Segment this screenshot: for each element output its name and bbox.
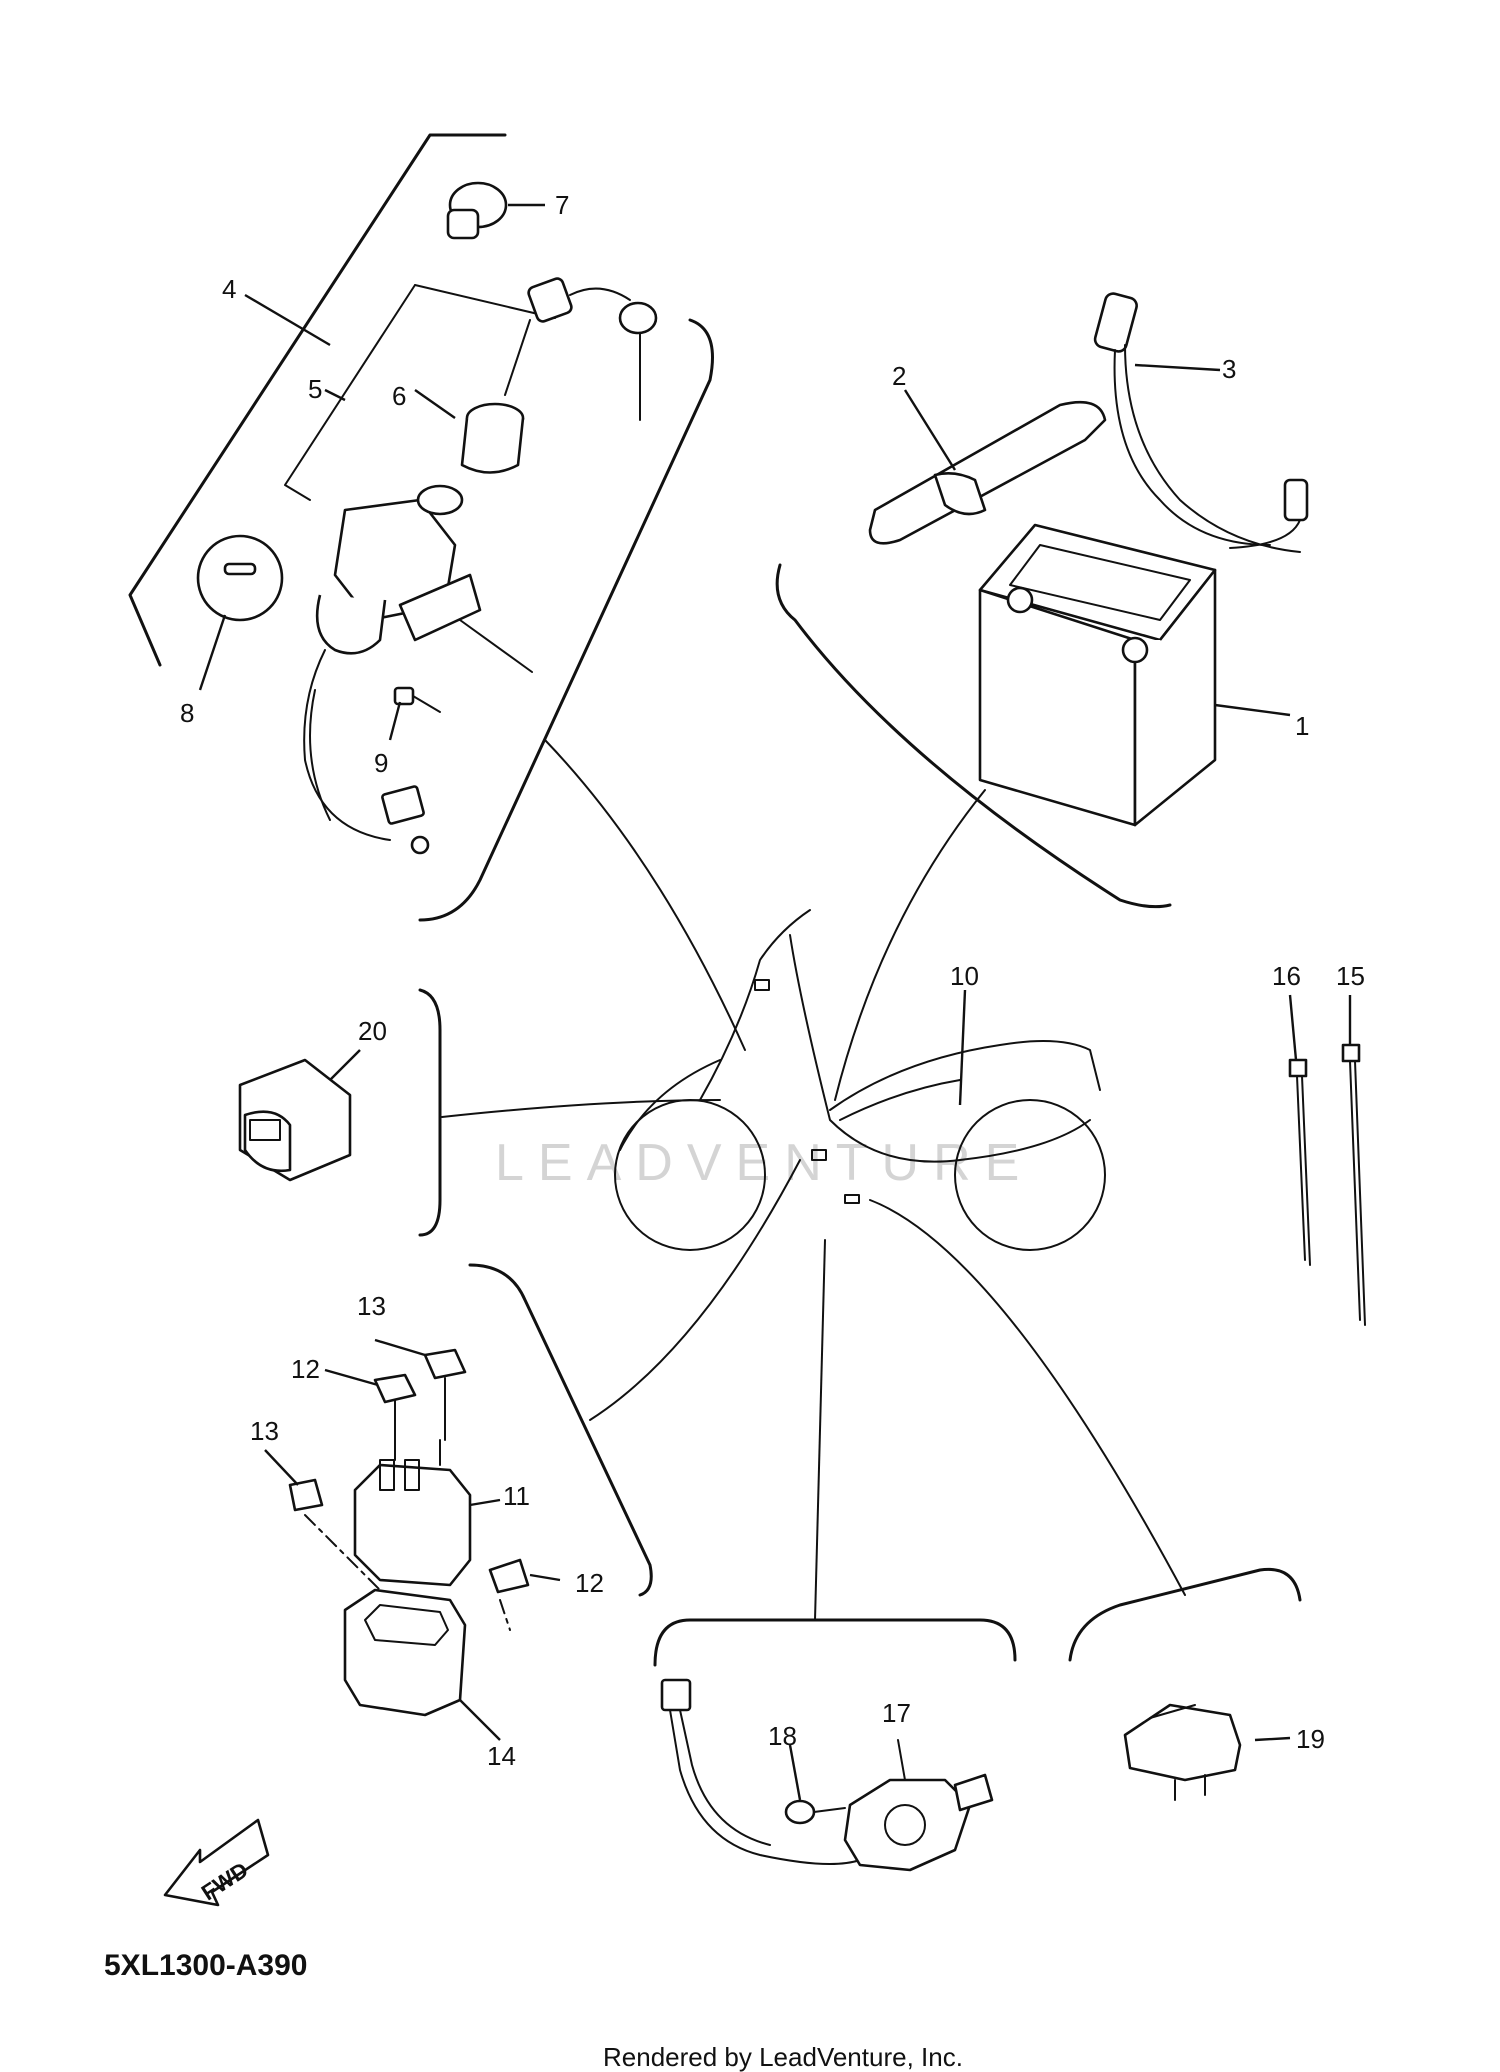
fwd-arrow: FWD: [163, 1818, 270, 1907]
group-brackets: [128, 133, 1302, 1667]
part-8-cover: [196, 534, 284, 622]
callout-3: 3: [1222, 354, 1236, 384]
connector-lines: [441, 739, 1186, 1621]
callout-labels: 7 4 5 6 8 9 2 3 1 10 16 15 20 13 12 13 1…: [180, 190, 1365, 1771]
part-12-fuse: [373, 1373, 417, 1421]
part-4-main-switch: [303, 277, 658, 855]
callout-13a: 13: [357, 1291, 386, 1321]
callout-12b: 12: [575, 1568, 604, 1598]
leader-lines: [198, 203, 1352, 1801]
part-15-cable-tie: [1341, 1043, 1366, 1326]
callout-10: 10: [950, 961, 979, 991]
callout-18: 18: [768, 1721, 797, 1751]
callout-15: 15: [1336, 961, 1365, 991]
part-3-lead: [1093, 292, 1309, 553]
callout-5: 5: [308, 374, 322, 404]
callout-11: 11: [503, 1481, 530, 1511]
part-18-bolt: [784, 1799, 846, 1825]
part-1-battery: [978, 523, 1217, 827]
callout-19: 19: [1296, 1724, 1325, 1754]
callout-4: 4: [222, 274, 236, 304]
part-13-fuse-cap: [423, 1348, 467, 1441]
callout-16: 16: [1272, 961, 1301, 991]
part-13-fuse-cap-left: [288, 1478, 386, 1596]
callout-2: 2: [892, 361, 906, 391]
callout-20: 20: [358, 1016, 387, 1046]
part-12-fuse-right: [488, 1558, 530, 1631]
part-16-cable-tie: [1288, 1058, 1311, 1266]
part-19-relay: [1123, 1703, 1242, 1801]
callout-8: 8: [180, 698, 194, 728]
render-credit: Rendered by LeadVenture, Inc.: [603, 2042, 963, 2072]
callout-1: 1: [1295, 711, 1309, 741]
callout-7: 7: [555, 190, 569, 220]
callout-13b: 13: [250, 1416, 279, 1446]
callout-17: 17: [882, 1698, 911, 1728]
part-7-plug: [446, 181, 508, 240]
callout-9: 9: [374, 748, 388, 778]
diagram-code: 5XL1300-A390: [104, 1949, 307, 1982]
part-17-switch: [660, 1678, 994, 1872]
part-11-starter-relay: [353, 1419, 472, 1587]
scooter-outline: [614, 909, 1106, 1251]
callout-14: 14: [487, 1741, 516, 1771]
callout-12a: 12: [291, 1354, 320, 1384]
part-9-bolt: [393, 686, 441, 713]
part-2-battery-band: [868, 400, 1107, 545]
watermark: LEADVENTURE: [495, 1134, 1033, 1192]
part-20-relay: [238, 1058, 352, 1182]
callout-6: 6: [392, 381, 406, 411]
part-14-cover: [343, 1588, 467, 1717]
